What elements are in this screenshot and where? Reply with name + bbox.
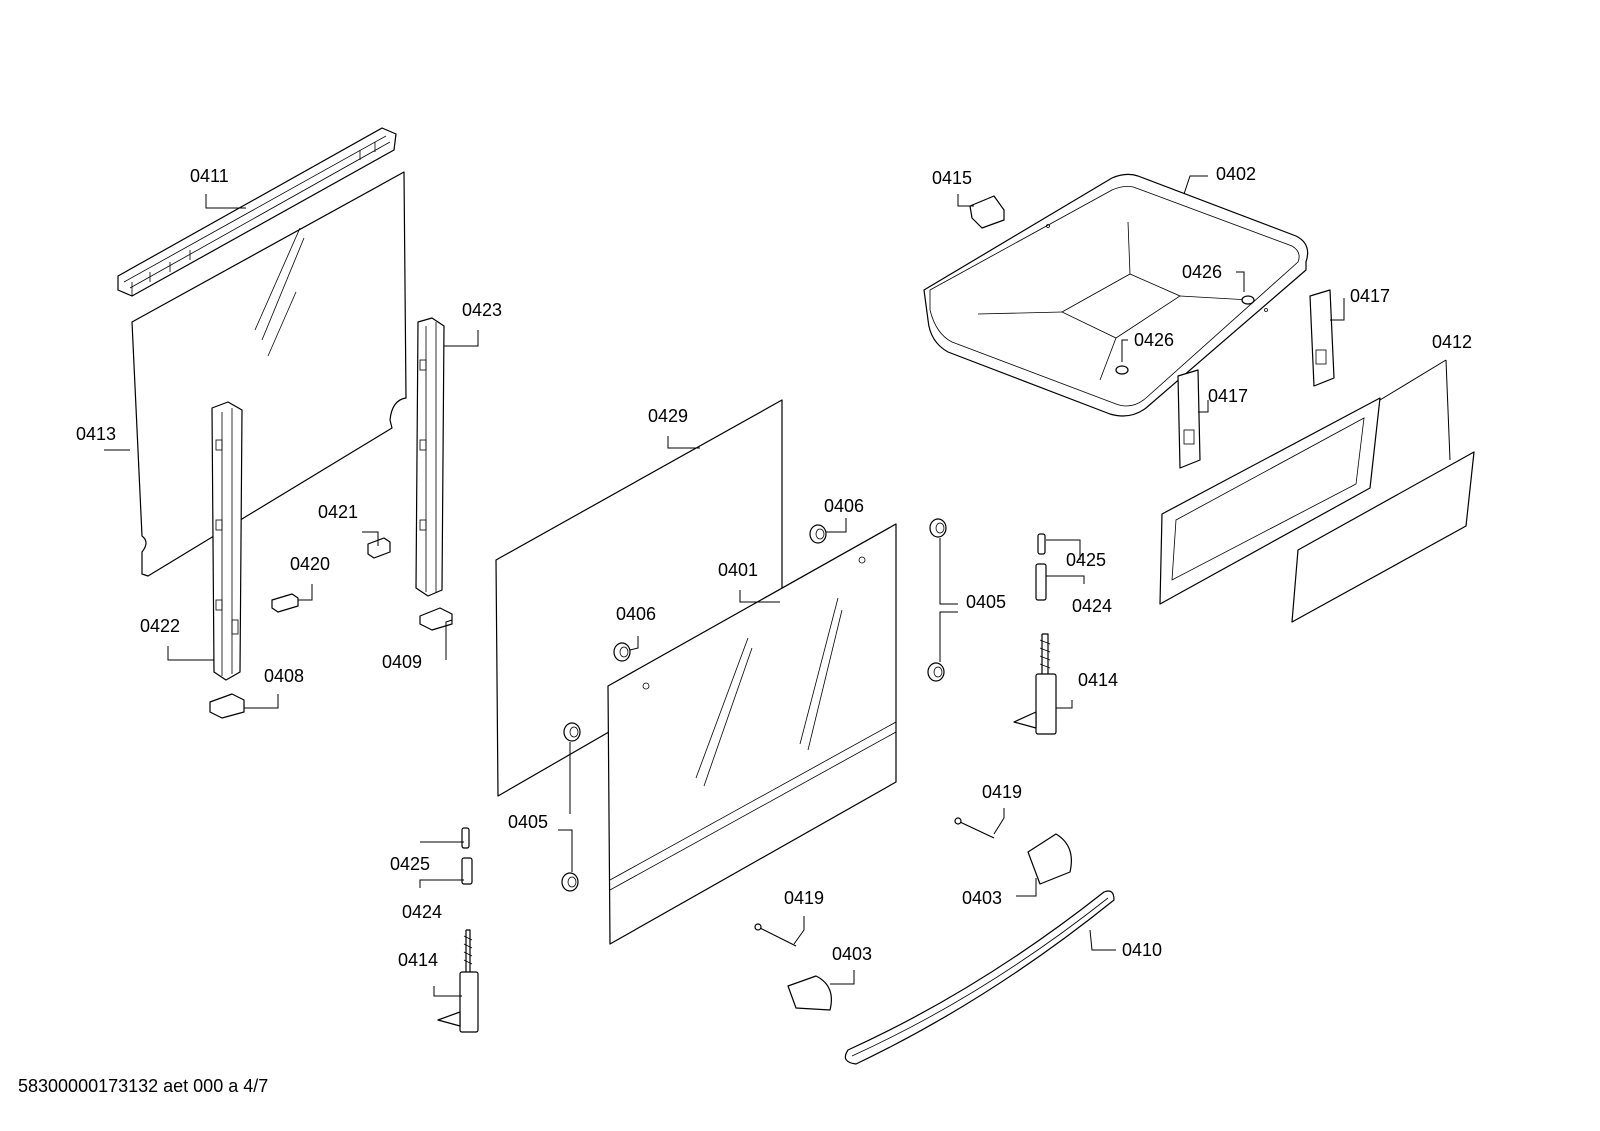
label-0414-a: 0414 [398, 950, 438, 970]
part-0412-frame [1159, 397, 1381, 605]
label-0402: 0402 [1216, 164, 1256, 184]
part-0405-bumper-c [929, 518, 947, 538]
part-0414-hinge-left [437, 929, 479, 1033]
part-0411-top-trim [117, 127, 397, 297]
label-0426-a: 0426 [1182, 262, 1222, 282]
part-0425-pin-left [461, 827, 470, 849]
part-0424-pin-left [461, 857, 473, 885]
label-0424-a: 0424 [402, 902, 442, 922]
label-0414-b: 0414 [1078, 670, 1118, 690]
label-0419-a: 0419 [982, 782, 1022, 802]
label-0405-a: 0405 [508, 812, 548, 832]
part-0410-handle [844, 890, 1115, 1065]
label-0417-b: 0417 [1208, 386, 1248, 406]
part-0422-left-bracket [211, 401, 243, 681]
label-0421: 0421 [318, 502, 358, 522]
part-0408-hinge-plate [209, 693, 245, 719]
part-0417-bracket-b [1177, 369, 1201, 469]
part-0412-panel [1291, 451, 1475, 623]
part-0403-handle-bracket-a [787, 975, 832, 1011]
part-0406-bumper-b [613, 642, 631, 662]
part-0426-grommet-a [1241, 295, 1255, 305]
part-0405-bumper-a [563, 722, 581, 742]
label-0406-b: 0406 [616, 604, 656, 624]
part-0419-screw-b [954, 817, 995, 839]
label-0429: 0429 [648, 406, 688, 426]
label-0415: 0415 [932, 168, 972, 188]
label-0424-b: 0424 [1072, 596, 1112, 616]
label-0411: 0411 [190, 166, 229, 186]
label-0410: 0410 [1122, 940, 1162, 960]
label-0405-b: 0405 [966, 592, 1006, 612]
label-0420: 0420 [290, 554, 330, 574]
part-0420-clip [271, 593, 299, 613]
part-0425-pin-right [1037, 533, 1046, 555]
label-0403-b: 0403 [962, 888, 1002, 908]
leader-lines [104, 175, 1451, 997]
part-0421-clip [367, 537, 391, 559]
label-0412: 0412 [1432, 332, 1472, 352]
part-0402-tray [923, 173, 1309, 417]
part-0423-right-bracket [415, 317, 445, 597]
part-0426-grommet-b [1115, 365, 1129, 375]
document-footer: 58300000173132 aet 000 a 4/7 [18, 1076, 268, 1096]
part-0405-bumper-b [561, 872, 579, 892]
part-0424-pin-right [1035, 563, 1047, 601]
label-0403-a: 0403 [832, 944, 872, 964]
label-0417-a: 0417 [1350, 286, 1390, 306]
part-0405-bumper-d [927, 662, 945, 682]
label-0422: 0422 [140, 616, 180, 636]
part-0403-handle-bracket-b [1027, 833, 1072, 885]
label-0426-b: 0426 [1134, 330, 1174, 350]
part-0409-hinge-plate [419, 607, 453, 631]
label-0423: 0423 [462, 300, 502, 320]
part-0415-clip [969, 195, 1005, 229]
label-0408: 0408 [264, 666, 304, 686]
label-0409: 0409 [382, 652, 422, 672]
part-0406-bumper-a [809, 524, 827, 544]
label-0413: 0413 [76, 424, 116, 444]
label-0425-a: 0425 [390, 854, 430, 874]
label-0406-a: 0406 [824, 496, 864, 516]
part-0401-door-glass [607, 523, 897, 945]
label-0425-b: 0425 [1066, 550, 1106, 570]
label-0401: 0401 [718, 560, 758, 580]
part-0417-bracket-a [1309, 289, 1335, 387]
part-0413-rear-glass [131, 171, 407, 577]
callout-labels: 0411 0413 0423 0421 0420 0422 0408 0409 … [76, 164, 1472, 970]
part-0419-screw-a [754, 923, 797, 947]
label-0419-b: 0419 [784, 888, 824, 908]
part-0414-hinge-right [1013, 633, 1057, 735]
